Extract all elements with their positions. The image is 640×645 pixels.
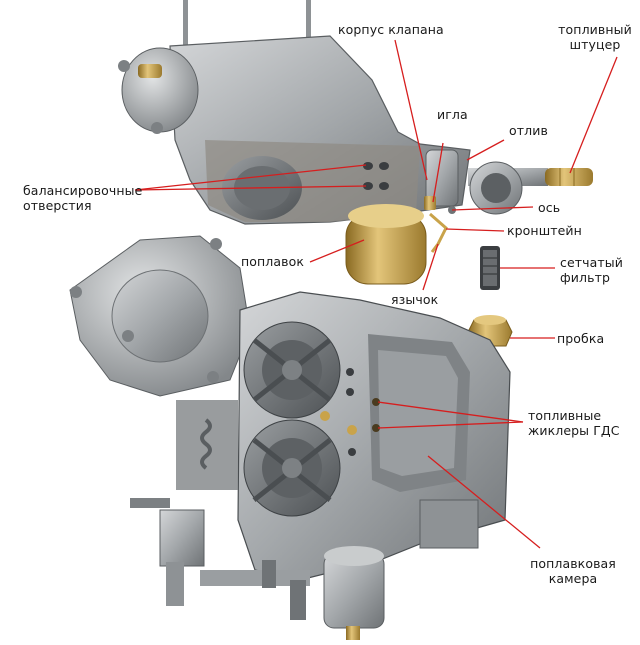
throttle-linkage [130,400,310,606]
label-tab-casting: отлив [509,123,548,138]
label-balance-holes: балансировочные отверстия [23,183,143,213]
leader-needle [432,142,444,203]
leader-axle [451,206,534,211]
float-part [345,204,427,285]
label-tongue: язычок [391,292,439,307]
leader-main-jet-2 [377,421,524,429]
label-mesh-filter: сетчатый фильтр [560,255,623,285]
label-float-chamber: поплавковая камера [530,556,616,586]
carburetor-cover [118,0,593,253]
leader-tongue [422,243,439,291]
leader-main-jet-1 [377,401,524,423]
carburetor-body [69,235,511,640]
label-fuel-fitting: топливный штуцер [558,22,632,52]
leader-bracket [445,228,505,232]
leader-tab-casting [466,139,505,161]
leader-balance-hole-2 [134,185,367,191]
label-plug: пробка [557,331,605,346]
leader-valve-body [394,39,428,181]
leader-float-chamber [427,455,541,549]
label-float: поплавок [241,254,305,269]
label-needle: игла [437,107,468,122]
label-valve-body: корпус клапана [338,22,444,37]
mesh-filter-part [480,246,500,290]
leader-balance-hole-1 [134,164,367,191]
leader-float [309,239,365,263]
label-bracket: кронштейн [507,223,582,238]
leader-lines [134,39,618,549]
leader-fuel-fitting [569,56,618,174]
label-axle: ось [538,200,561,215]
label-main-jets: топливные жиклеры ГДС [528,408,620,438]
